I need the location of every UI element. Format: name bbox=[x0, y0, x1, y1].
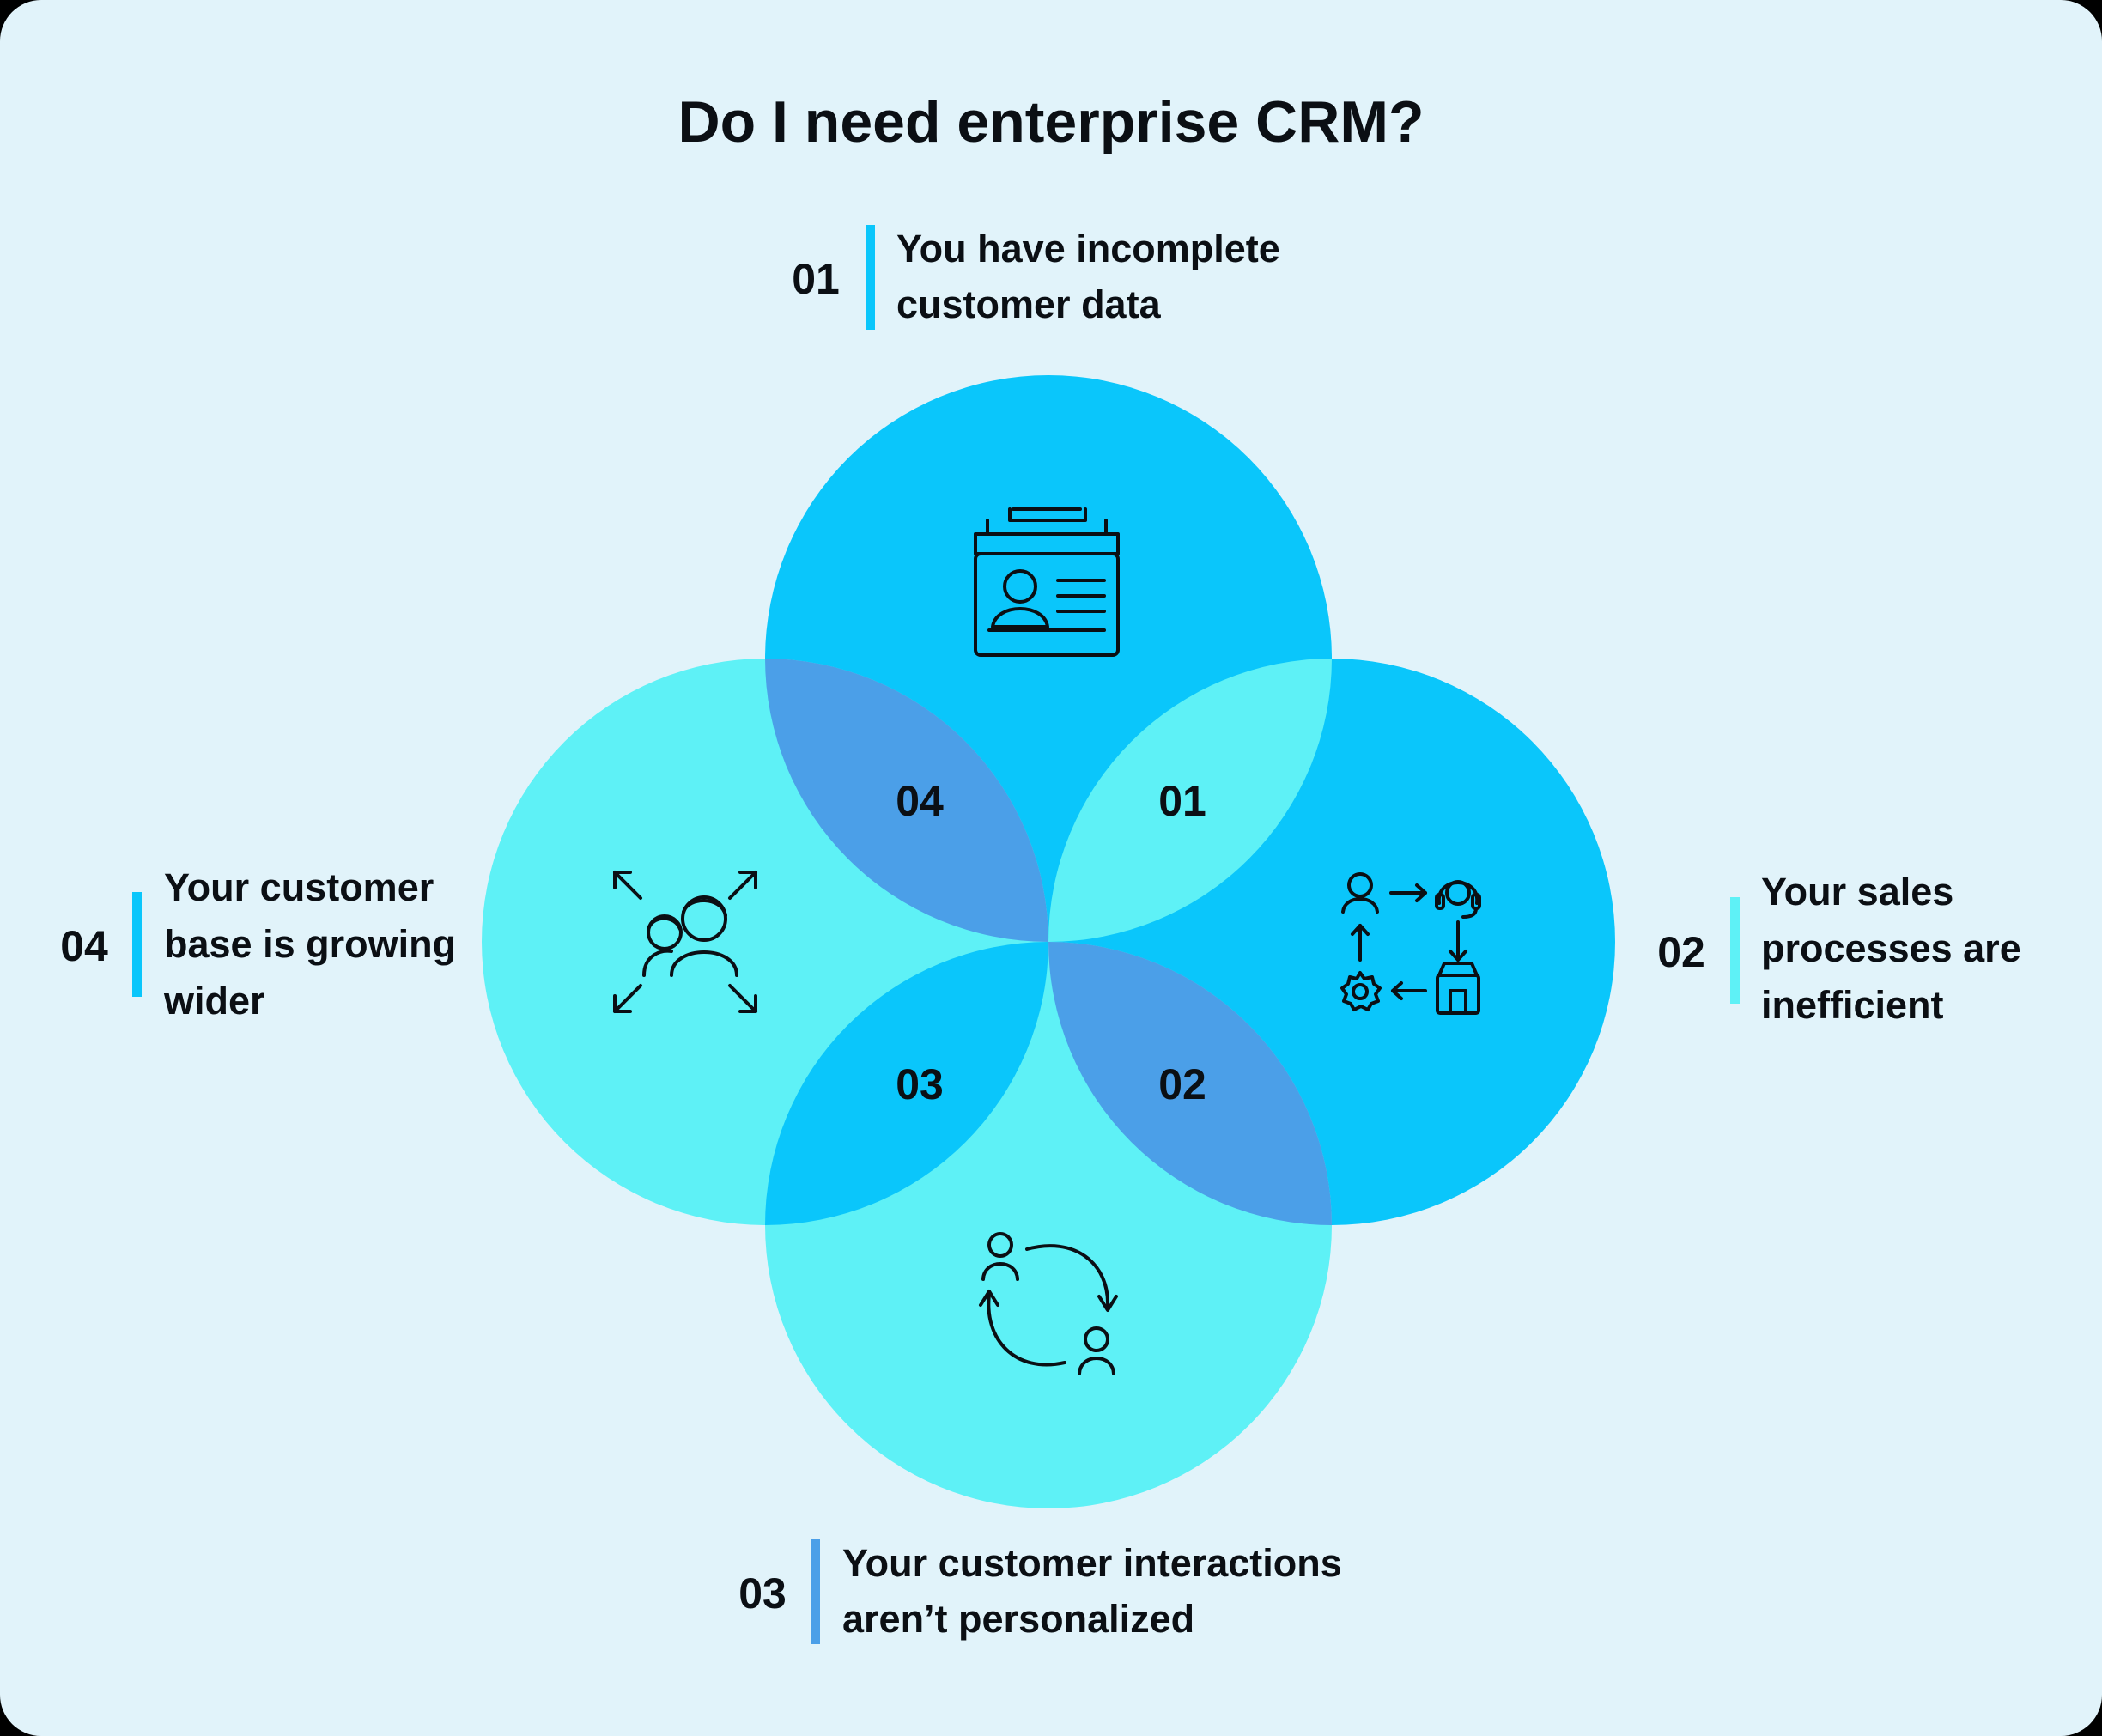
overlap-bottom-right bbox=[1048, 942, 1332, 1225]
overlap-label-bottom-right: 02 bbox=[1158, 1060, 1206, 1108]
workflow-cycle-icon bbox=[1340, 872, 1481, 1015]
contact-card-icon bbox=[974, 507, 1120, 657]
item-04-number: 04 bbox=[60, 922, 108, 970]
item-01: 01 You have incomplete customer data bbox=[792, 225, 1280, 330]
venn-circles bbox=[482, 375, 1615, 1508]
page-title: Do I need enterprise CRM? bbox=[677, 89, 1424, 155]
item-04-accent-bar bbox=[132, 892, 142, 997]
customer-exchange-icon bbox=[979, 1232, 1118, 1375]
overlap-label-top-left: 04 bbox=[896, 777, 944, 825]
item-04-line-1: Your customer bbox=[164, 865, 434, 909]
item-02-line-2: processes are bbox=[1761, 926, 2021, 970]
item-03-line-2: aren’t personalized bbox=[842, 1597, 1194, 1641]
item-01-line-2: customer data bbox=[896, 282, 1162, 326]
overlap-label-top-right: 01 bbox=[1158, 777, 1206, 825]
item-01-accent-bar bbox=[866, 225, 875, 330]
overlap-bottom-left bbox=[765, 942, 1048, 1225]
item-03-accent-bar bbox=[811, 1539, 820, 1644]
item-01-line-1: You have incomplete bbox=[896, 227, 1280, 270]
item-04-line-2: base is growing bbox=[164, 922, 456, 966]
item-02: 02 Your sales processes are inefficient bbox=[1657, 870, 2021, 1027]
overlap-label-bottom-left: 03 bbox=[896, 1060, 944, 1108]
item-03-line-1: Your customer interactions bbox=[842, 1541, 1342, 1585]
overlap-top-right bbox=[1048, 659, 1332, 942]
item-02-line-1: Your sales bbox=[1761, 870, 1953, 914]
item-02-line-3: inefficient bbox=[1761, 983, 1944, 1027]
item-02-accent-bar bbox=[1730, 897, 1740, 1004]
item-03-number: 03 bbox=[738, 1569, 787, 1618]
item-02-number: 02 bbox=[1657, 928, 1705, 976]
item-01-number: 01 bbox=[792, 255, 840, 303]
overlap-top-left bbox=[765, 659, 1048, 942]
item-04-line-3: wider bbox=[163, 979, 265, 1023]
expanding-users-icon bbox=[613, 871, 757, 1013]
item-04: 04 Your customer base is growing wider bbox=[60, 865, 456, 1023]
item-03: 03 Your customer interactions aren’t per… bbox=[738, 1539, 1342, 1644]
